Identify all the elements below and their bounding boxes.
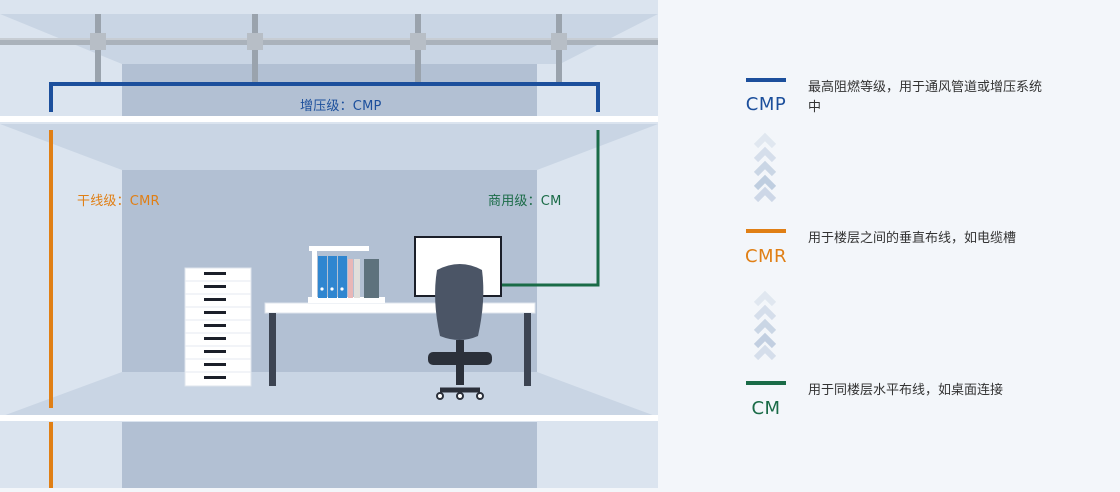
cmr-cable-label: 干线级：CMR	[77, 194, 160, 209]
building-scene	[0, 0, 658, 488]
office-floor	[0, 372, 658, 417]
upper-floor-slab	[0, 116, 658, 122]
office-ceiling	[0, 124, 658, 170]
desk	[264, 302, 536, 386]
lower-floor-wall	[122, 422, 537, 488]
cm-description: 用于同楼层水平布线，如桌面连接	[808, 383, 1004, 398]
cmp-cable-label: 增压级：CMP	[300, 99, 382, 114]
legend-panel	[658, 0, 1120, 488]
office-chair	[428, 264, 492, 400]
cm-cable-label: 商用级：CM	[488, 194, 562, 209]
filing-cabinet	[184, 267, 252, 387]
lower-floor-slab	[0, 415, 658, 421]
cmp-color-bar	[746, 78, 786, 82]
cm-cable	[500, 130, 600, 287]
cm-color-bar	[746, 381, 786, 385]
plenum-back-wall	[122, 64, 537, 118]
upgrade-arrows-icon	[754, 132, 776, 202]
cmp-cable	[49, 82, 600, 112]
cmp-description: 最高阻燃等级，用于通风管道或增压系统中	[808, 80, 1043, 115]
ventilation-duct	[0, 14, 658, 84]
binders	[308, 246, 385, 303]
cmp-code: CMP	[745, 94, 787, 115]
cm-code: CM	[751, 398, 781, 419]
building-illustration: 增压级：CMP 干线级：CMR 商用级：CM	[0, 0, 658, 488]
upgrade-arrows-icon	[754, 290, 776, 360]
cmr-color-bar	[746, 229, 786, 233]
cmr-code: CMR	[744, 246, 788, 267]
cmr-description: 用于楼层之间的垂直布线，如电缆槽	[808, 231, 1017, 246]
